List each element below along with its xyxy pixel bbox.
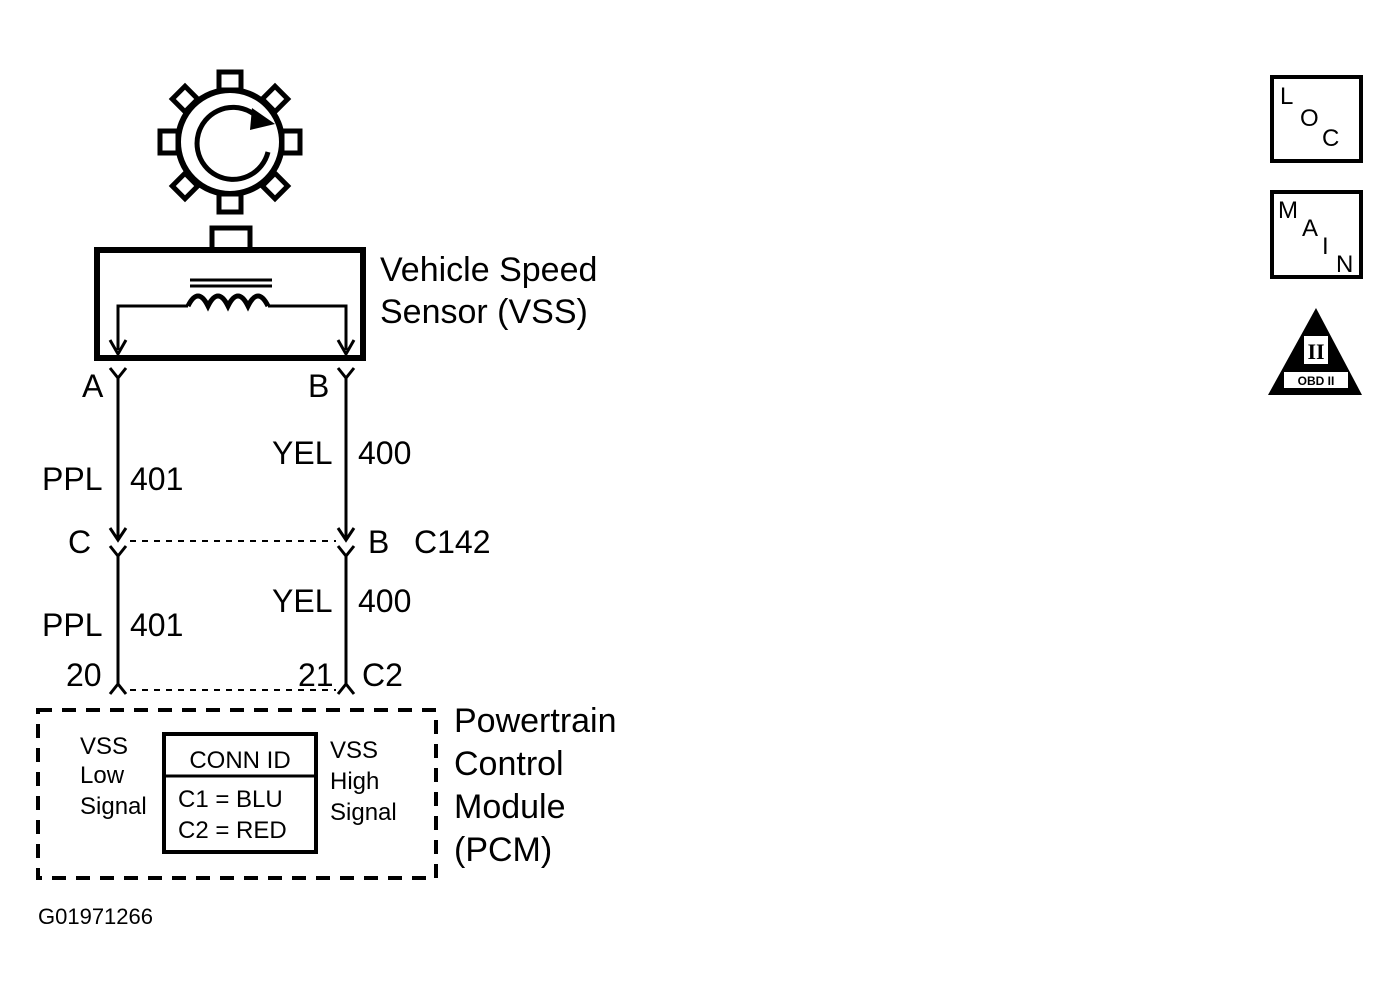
loc-icon[interactable]: L O C (1270, 75, 1363, 163)
obd-ii-icon[interactable]: II OBD II (1268, 308, 1362, 395)
pcm-pin-21: 21 (298, 657, 334, 693)
c142-connector-name: C142 (414, 524, 491, 560)
svg-text:L: L (1280, 83, 1293, 110)
vss-sensor-body (94, 225, 366, 361)
conn-id-box: CONN ID C1 = BLU C2 = RED (162, 732, 318, 854)
svg-text:O: O (1300, 105, 1319, 132)
svg-text:VSS: VSS (80, 733, 128, 760)
wire-color-right-lower: YEL (272, 583, 332, 619)
figure-id: G01971266 (38, 904, 153, 929)
vss-sensor-label: Vehicle Speed Sensor (VSS) (380, 251, 597, 331)
conn-id-title: CONN ID (189, 747, 290, 774)
wire-circuit-left-upper: 401 (130, 461, 183, 497)
svg-text:OBD II: OBD II (1298, 374, 1335, 388)
wire-circuit-right-lower: 400 (358, 583, 411, 619)
svg-text:Powertrain: Powertrain (454, 702, 617, 740)
svg-text:Vehicle Speed: Vehicle Speed (380, 251, 597, 289)
wire-color-left-upper: PPL (42, 461, 102, 497)
pcm-low-signal-label: VSS Low Signal (80, 733, 147, 820)
svg-text:VSS: VSS (330, 737, 378, 764)
terminal-a-label: A (82, 368, 104, 404)
svg-text:(PCM): (PCM) (454, 831, 552, 869)
svg-text:Signal: Signal (80, 793, 147, 820)
wire-color-right-upper: YEL (272, 435, 332, 471)
svg-text:C: C (1322, 125, 1339, 152)
svg-text:Sensor (VSS): Sensor (VSS) (380, 293, 588, 331)
pcm-module-box (36, 708, 438, 880)
svg-text:N: N (1336, 251, 1353, 278)
terminal-b-label: B (308, 368, 329, 404)
conn-id-c1: C1 = BLU (178, 786, 283, 813)
pcm-pin-20: 20 (66, 657, 102, 693)
reluctor-wheel-icon (157, 69, 303, 215)
main-icon[interactable]: M A I N (1270, 190, 1363, 279)
svg-text:Control: Control (454, 745, 564, 783)
svg-text:II: II (1307, 339, 1324, 364)
svg-text:Low: Low (80, 762, 125, 789)
pcm-name-label: Powertrain Control Module (PCM) (454, 702, 617, 869)
svg-text:High: High (330, 768, 379, 795)
conn-id-c2: C2 = RED (178, 817, 287, 844)
wire-circuit-left-lower: 401 (130, 607, 183, 643)
svg-text:Signal: Signal (330, 799, 397, 826)
pcm-connector-name: C2 (362, 657, 403, 693)
wire-circuit-right-upper: 400 (358, 435, 411, 471)
c142-right-pin: B (368, 524, 389, 560)
svg-text:Module: Module (454, 788, 566, 826)
svg-text:M: M (1278, 197, 1298, 224)
svg-text:I: I (1322, 233, 1329, 260)
svg-text:A: A (1302, 215, 1318, 242)
wire-color-left-lower: PPL (42, 607, 102, 643)
pcm-high-signal-label: VSS High Signal (330, 737, 397, 826)
c142-left-pin: C (68, 524, 91, 560)
terminal-a-symbol (108, 367, 128, 381)
terminal-b-symbol (336, 367, 356, 381)
